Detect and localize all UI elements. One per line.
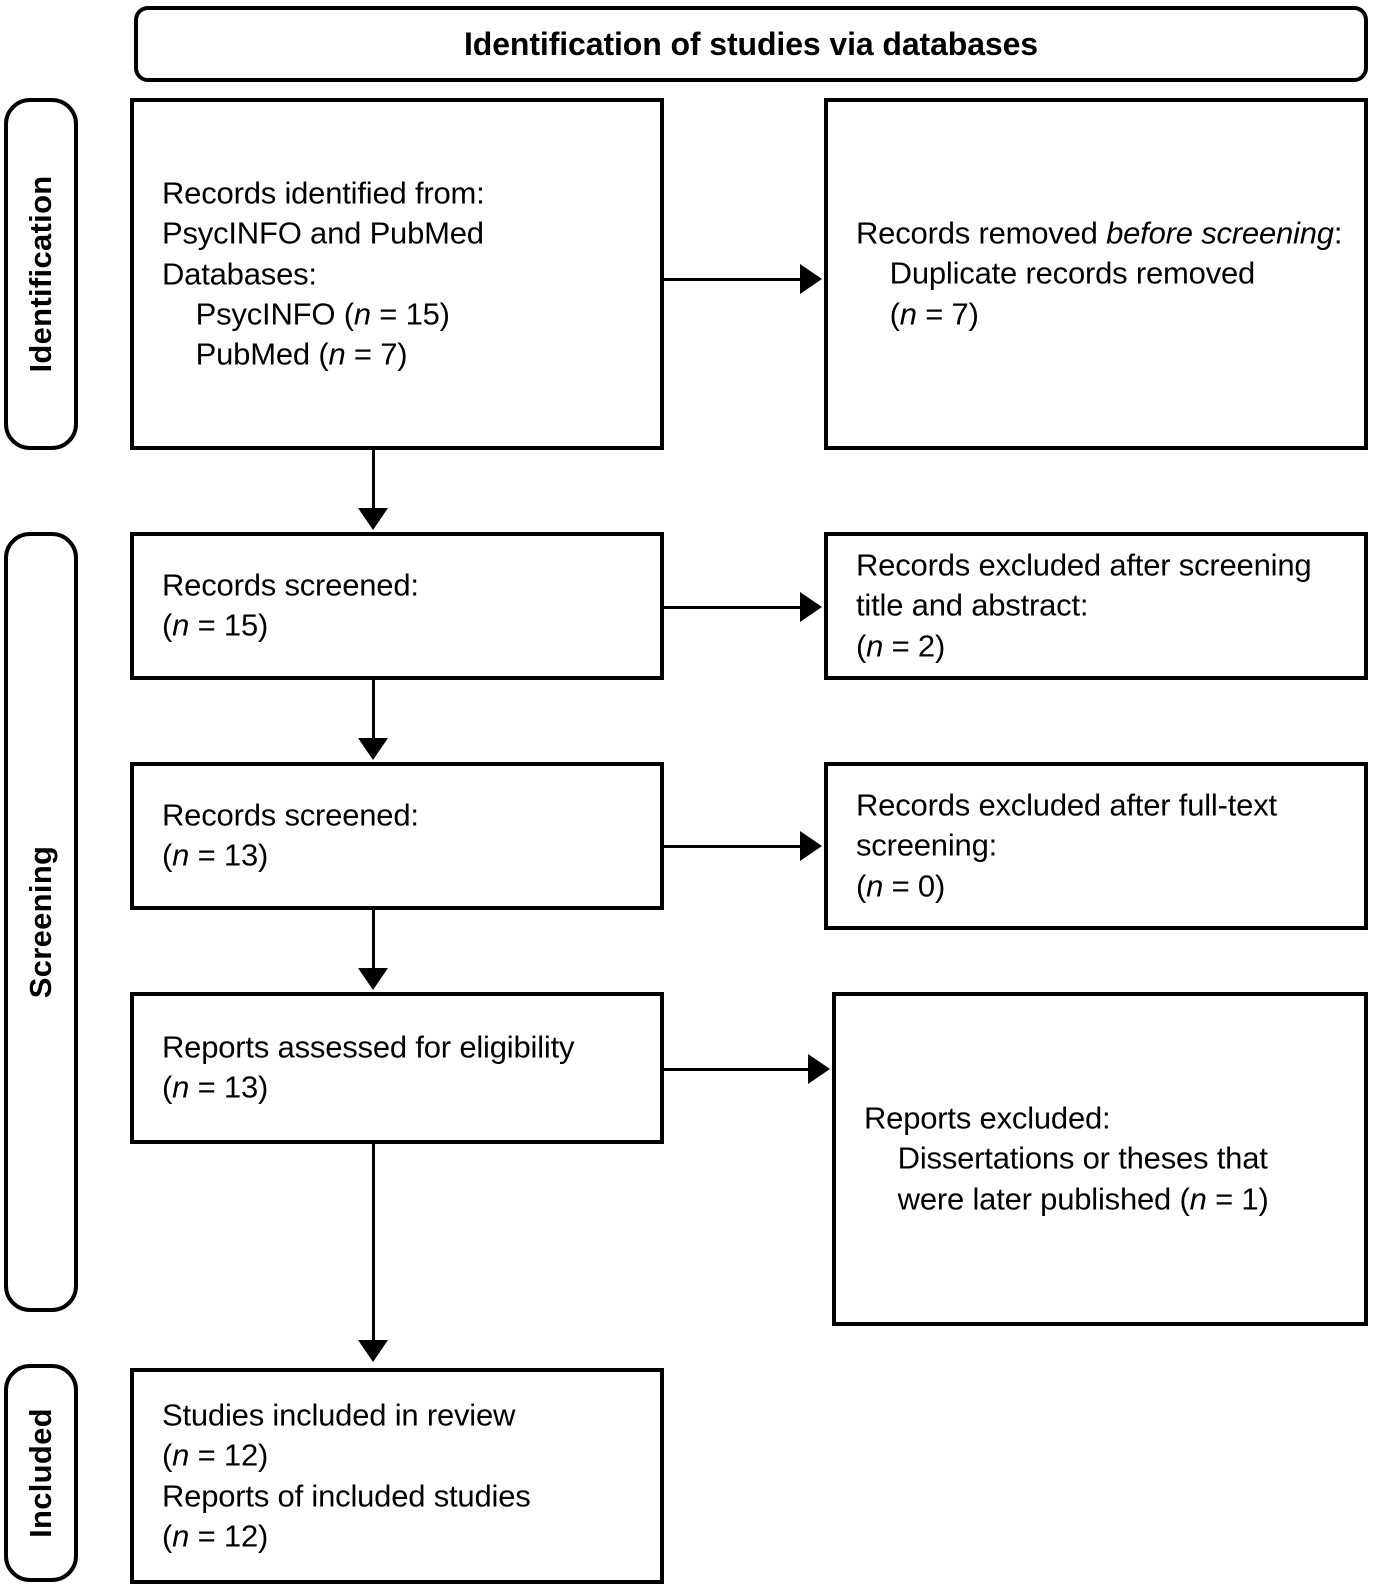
arrow-screened1-to-screened2 bbox=[372, 680, 375, 742]
arrow-screened1-to-excluded1 bbox=[664, 606, 802, 609]
records-excluded-fulltext-text: Records excluded after full-text screeni… bbox=[856, 787, 1277, 904]
arrow-assessed-to-reports-excluded bbox=[664, 1068, 810, 1071]
records-excluded-title-abstract-box: Records excluded after screening title a… bbox=[824, 532, 1368, 680]
reports-assessed-box: Reports assessed for eligibility (n = 13… bbox=[130, 992, 664, 1144]
stage-pill-identification: Identification bbox=[4, 98, 78, 450]
stage-label-identification: Identification bbox=[23, 175, 58, 373]
reports-assessed-text: Reports assessed for eligibility (n = 13… bbox=[162, 1029, 575, 1105]
stage-pill-included: Included bbox=[4, 1364, 78, 1582]
arrowhead-assessed-to-included bbox=[358, 1340, 388, 1362]
studies-included-box: Studies included in review (n = 12) Repo… bbox=[130, 1368, 664, 1584]
arrow-screened2-to-excluded2 bbox=[664, 845, 802, 848]
reports-excluded-text: Reports excluded: Dissertations or these… bbox=[864, 1100, 1269, 1217]
arrowhead-screened2-to-excluded2 bbox=[800, 831, 822, 861]
arrowhead-identified-to-screened1 bbox=[358, 508, 388, 530]
arrow-screened2-to-assessed bbox=[372, 910, 375, 972]
records-excluded-title-abstract-text: Records excluded after screening title a… bbox=[856, 547, 1312, 664]
arrowhead-screened2-to-assessed bbox=[358, 968, 388, 990]
records-screened-13-box: Records screened: (n = 13) bbox=[130, 762, 664, 910]
records-removed-text: Records removed before screening: Duplic… bbox=[856, 215, 1343, 332]
stage-label-screening: Screening bbox=[23, 845, 58, 999]
arrow-identified-to-removed bbox=[664, 278, 802, 281]
arrowhead-assessed-to-reports-excluded bbox=[808, 1054, 830, 1084]
records-screened-15-text: Records screened: (n = 15) bbox=[162, 567, 419, 643]
records-identified-box: Records identified from: PsycINFO and Pu… bbox=[130, 98, 664, 450]
arrow-assessed-to-included bbox=[372, 1144, 375, 1344]
records-screened-15-box: Records screened: (n = 15) bbox=[130, 532, 664, 680]
diagram-header-banner: Identification of studies via databases bbox=[134, 6, 1368, 82]
records-screened-13-text: Records screened: (n = 13) bbox=[162, 797, 419, 873]
records-identified-text: Records identified from: PsycINFO and Pu… bbox=[162, 175, 485, 372]
diagram-title: Identification of studies via databases bbox=[463, 25, 1039, 62]
reports-excluded-box: Reports excluded: Dissertations or these… bbox=[832, 992, 1368, 1326]
arrowhead-screened1-to-excluded1 bbox=[800, 592, 822, 622]
arrowhead-screened1-to-screened2 bbox=[358, 738, 388, 760]
records-excluded-fulltext-box: Records excluded after full-text screeni… bbox=[824, 762, 1368, 930]
stage-pill-screening: Screening bbox=[4, 532, 78, 1312]
studies-included-text: Studies included in review (n = 12) Repo… bbox=[162, 1397, 531, 1554]
arrow-identified-to-screened1 bbox=[372, 450, 375, 512]
stage-label-included: Included bbox=[23, 1408, 58, 1538]
arrowhead-identified-to-removed bbox=[800, 264, 822, 294]
records-removed-box: Records removed before screening: Duplic… bbox=[824, 98, 1368, 450]
